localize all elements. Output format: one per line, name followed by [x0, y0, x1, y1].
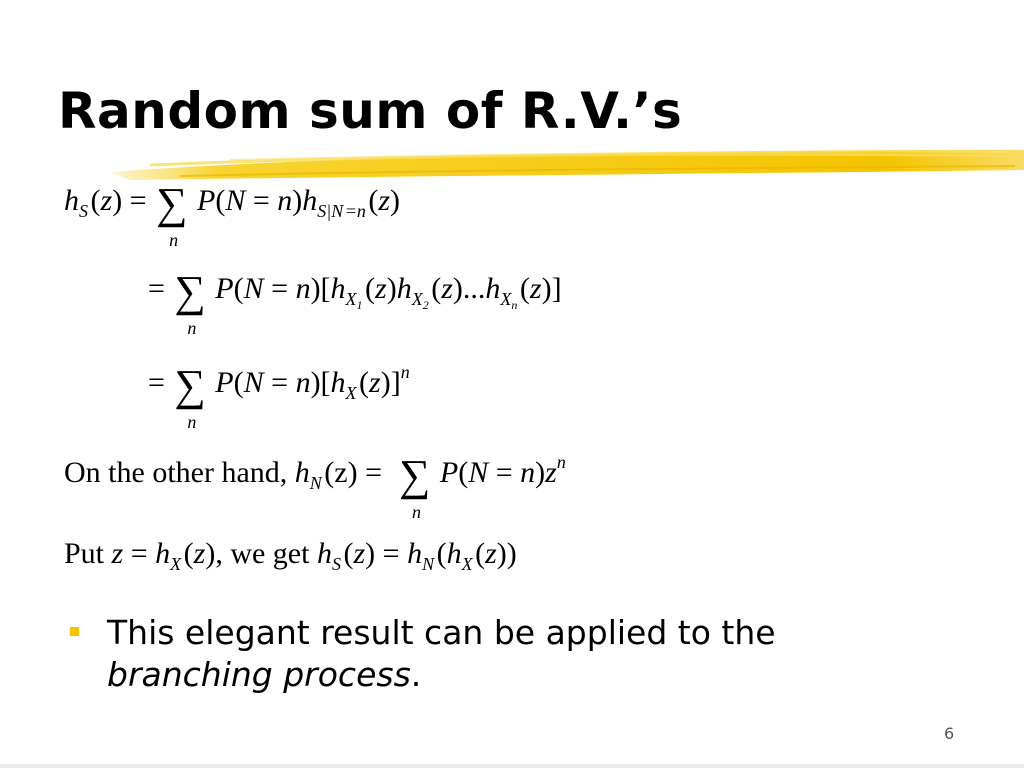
page-number: 6 — [944, 724, 955, 743]
yellow-brush-stroke — [110, 150, 1024, 180]
sum-symbol: ∑n — [174, 361, 206, 432]
bullet-square-icon — [70, 627, 79, 636]
bullet-emphasis: branching process — [107, 655, 411, 694]
equation-line-1: hS (z) = ∑n P(N = n)hS|N =n (z) — [64, 179, 401, 250]
bullet-text: This elegant result can be applied to th… — [107, 613, 776, 652]
equation-line-4-lead: On the other hand, — [64, 456, 288, 489]
bullet-point: This elegant result can be applied to th… — [107, 612, 887, 696]
equation-line-4: On the other hand, hN (z) = ∑n P(N = n)z… — [64, 451, 566, 522]
equation-line-5: Put z = hX (z), we get hS (z) = hN (hX (… — [64, 537, 517, 574]
equation-line-5-lead: Put — [64, 537, 105, 570]
equation-line-2: = ∑n P(N = n)[hX1 (z)hX2 (z)...hXn (z)] — [148, 267, 562, 338]
sum-symbol: ∑n — [174, 267, 206, 338]
equation-line-5-mid: , we get — [215, 537, 310, 570]
sum-symbol: ∑n — [399, 451, 431, 522]
sum-symbol: ∑n — [156, 179, 188, 250]
slide-title: Random sum of R.V.’s — [58, 82, 683, 140]
footer-divider — [0, 764, 1024, 768]
bullet-tail: . — [410, 655, 422, 694]
equation-line-3: = ∑n P(N = n)[hX (z)]n — [148, 361, 410, 432]
